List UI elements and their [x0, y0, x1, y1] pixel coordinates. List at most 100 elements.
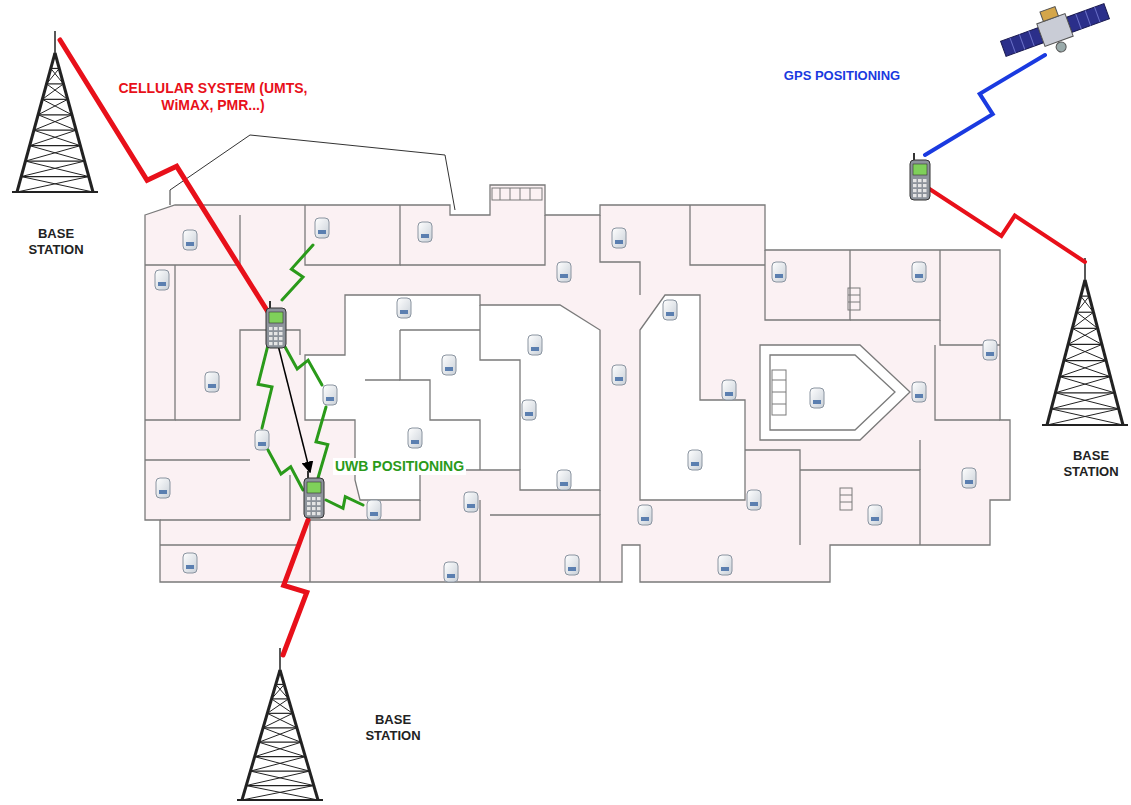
uwb-anchor [444, 562, 458, 582]
drawing-stroke [913, 179, 917, 182]
drawing-stroke [721, 567, 729, 571]
room-walls [145, 205, 1000, 582]
drawing-stroke [810, 388, 824, 408]
drawing-stroke [962, 468, 976, 488]
drawing-stroke [1060, 361, 1106, 377]
drawing-stroke [42, 99, 67, 100]
drawing-stroke [464, 492, 478, 512]
gps-label: GPS POSITIONING [782, 68, 902, 84]
drawing-stroke [55, 53, 93, 192]
drawing-stroke [525, 412, 533, 416]
uwb-anchor [418, 222, 432, 242]
drawing-stroke [259, 742, 305, 756]
drawing-stroke [21, 176, 89, 177]
drawing-stroke [250, 771, 313, 785]
tower [1042, 258, 1128, 425]
drawing-stroke [317, 502, 321, 505]
drawing-stroke [246, 785, 314, 786]
drawing-stroke [560, 274, 568, 278]
drawing-stroke [557, 470, 571, 490]
drawing-stroke [269, 327, 273, 330]
drawing-stroke [38, 114, 72, 115]
drawing-stroke [1072, 312, 1093, 328]
drawing-stroke [718, 555, 732, 575]
drawing-stroke [813, 400, 821, 404]
drawing-stroke [279, 648, 281, 670]
drawing-stroke [1077, 312, 1094, 313]
drawing-stroke [418, 222, 432, 242]
drawing-stroke [918, 179, 922, 182]
mobile-phone [304, 471, 324, 518]
drawing-stroke [21, 177, 93, 192]
drawing-stroke [1072, 328, 1102, 344]
drawing-stroke [775, 274, 783, 278]
drawing-stroke [279, 337, 283, 340]
drawing-stroke [47, 68, 60, 83]
uwb-anchor [612, 365, 626, 385]
drawing-stroke [259, 742, 301, 743]
uwb-anchor [962, 468, 976, 488]
drawing-stroke [871, 517, 879, 521]
tower [237, 648, 323, 800]
drawing-stroke [965, 480, 973, 484]
radio-bolt [928, 188, 1085, 262]
drawing-stroke [269, 337, 273, 340]
drawing-stroke [12, 191, 98, 193]
drawing-stroke [913, 153, 915, 160]
drawing-stroke [688, 450, 702, 470]
uwb-anchor [565, 555, 579, 575]
uwb-anchor [183, 230, 197, 250]
drawing-stroke [923, 179, 927, 182]
drawing-stroke [17, 53, 55, 192]
drawing-stroke [910, 160, 930, 200]
uwb-anchor [183, 553, 197, 573]
system-label: CELLULAR SYSTEM (UMTS, WiMAX, PMR...) [118, 80, 308, 114]
uwb-anchors [155, 218, 997, 582]
drawing-stroke [317, 497, 321, 500]
drawing-stroke [42, 84, 63, 99]
radio-bolt [326, 497, 363, 509]
drawing-stroke [25, 161, 88, 176]
drawing-stroke [38, 115, 76, 130]
drawing-stroke [918, 194, 922, 197]
drawing-stroke [522, 400, 536, 420]
drawing-stroke [272, 698, 289, 699]
uwb-anchor [912, 382, 926, 402]
drawing-stroke [307, 512, 311, 515]
radio-bolt [268, 450, 303, 490]
drawing-stroke [1064, 360, 1106, 361]
mobile-phone [910, 153, 930, 200]
uwb-anchor [442, 355, 456, 375]
drawing-stroke [54, 31, 56, 53]
drawing-stroke [30, 146, 85, 161]
drawing-stroke [315, 218, 329, 238]
drawing-stroke [918, 189, 922, 192]
drawing-stroke [1055, 392, 1114, 393]
drawing-stroke [34, 130, 80, 145]
uwb-label: UWB POSITIONING [333, 458, 466, 475]
drawing-stroke [158, 282, 166, 286]
drawing-stroke [263, 713, 293, 727]
drawing-stroke [1051, 393, 1114, 409]
drawing-stroke [447, 574, 455, 578]
uwb-anchor [747, 490, 761, 510]
mobile-phones [266, 153, 930, 518]
drawing-stroke [250, 757, 305, 771]
drawing-stroke [722, 380, 736, 400]
drawing-stroke [312, 507, 316, 510]
uwb-anchor [772, 262, 786, 282]
drawing-stroke [30, 145, 81, 146]
drawing-stroke [1068, 344, 1102, 345]
uwb-anchor [688, 450, 702, 470]
radio-bolt [316, 407, 328, 478]
uwb-anchor [557, 262, 571, 282]
drawing-stroke [612, 365, 626, 385]
drawing-stroke [442, 355, 456, 375]
uwb-anchor [522, 400, 536, 420]
drawing-stroke [246, 786, 318, 800]
drawing-stroke [263, 728, 301, 742]
drawing-stroke [269, 342, 273, 345]
drawing-stroke [912, 382, 926, 402]
drawing-stroke [565, 555, 579, 575]
